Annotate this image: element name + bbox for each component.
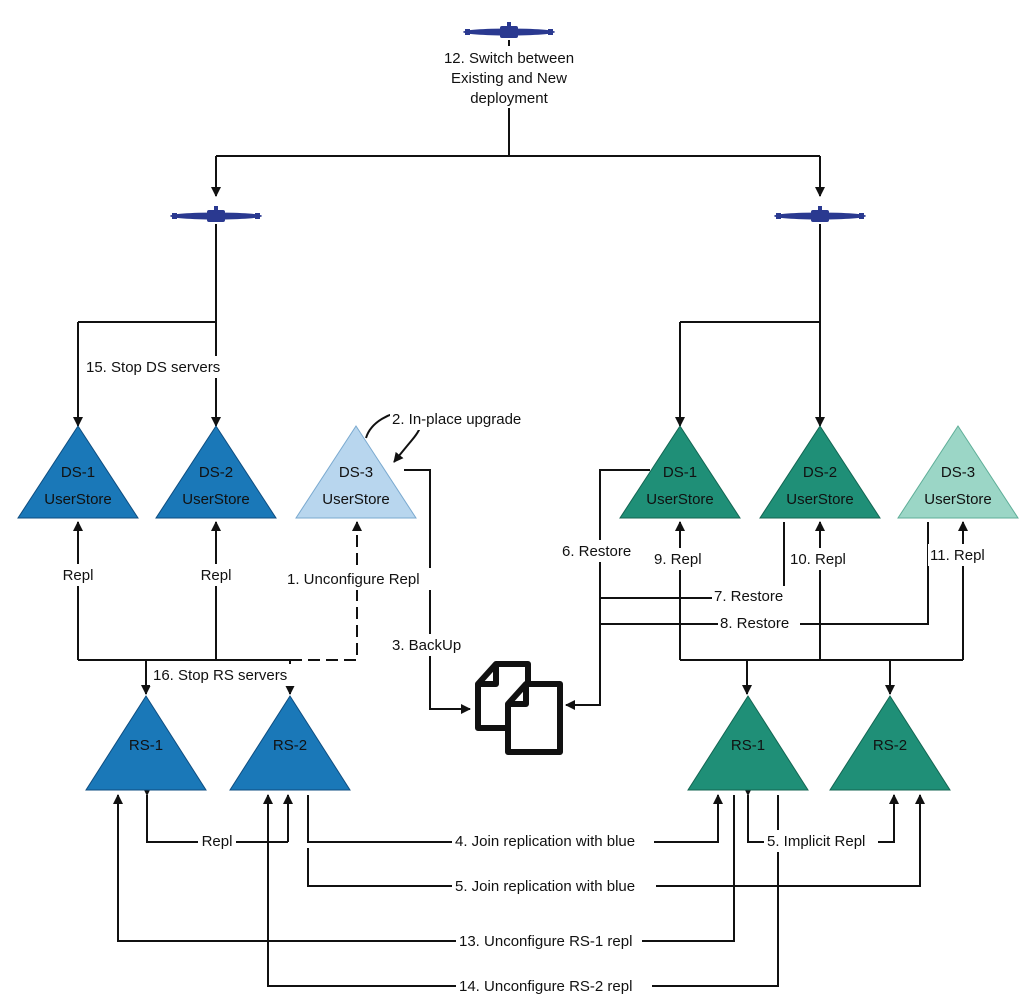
edge-label: 4. Join replication with blue: [455, 833, 635, 850]
node-name: DS-1: [663, 464, 697, 481]
node-sub: UserStore: [44, 491, 112, 508]
ds-node: DS-3 UserStore: [897, 425, 1019, 519]
ds-node: DS-2 UserStore: [759, 425, 881, 519]
edge-label: 14. Unconfigure RS-2 repl: [459, 978, 632, 995]
node-sub: UserStore: [322, 491, 390, 508]
edge-label: Repl: [201, 567, 232, 584]
rs-node: RS-1: [687, 695, 809, 791]
node-name: RS-1: [731, 737, 765, 754]
node-name: DS-3: [339, 464, 373, 481]
top-router-label-line2: Existing and New: [451, 70, 567, 87]
top-router-label-line1: 12. Switch between: [444, 50, 574, 67]
node-sub: UserStore: [182, 491, 250, 508]
rs-node: RS-1: [85, 695, 207, 791]
router-icon: [170, 206, 262, 222]
edge-label: 8. Restore: [720, 615, 789, 632]
edge-label: 6. Restore: [562, 543, 631, 560]
edge-label: 1. Unconfigure Repl: [287, 571, 420, 588]
edge-restore-6: [565, 469, 650, 710]
node-name: RS-1: [129, 737, 163, 754]
edge-label: 15. Stop DS servers: [86, 359, 220, 376]
edge-label: 11. Repl: [930, 547, 985, 564]
node-sub: UserStore: [786, 491, 854, 508]
edge-restore-8: [600, 522, 929, 625]
edge-label: 7. Restore: [714, 588, 783, 605]
node-sub: UserStore: [646, 491, 714, 508]
ds-node: DS-3 UserStore: [295, 425, 417, 519]
edge-right-router-trunk: [680, 224, 821, 323]
router-icon: [463, 22, 555, 38]
edge-blue-rs-repl: [142, 786, 288, 843]
node-name: DS-2: [199, 464, 233, 481]
node-name: RS-2: [873, 737, 907, 754]
router-icon: [774, 206, 866, 222]
node-name: RS-2: [273, 737, 307, 754]
documents-icon: [475, 661, 563, 755]
edge-label: Repl: [63, 567, 94, 584]
edge-label: 5. Implicit Repl: [767, 833, 865, 850]
edge-label: 2. In-place upgrade: [392, 411, 521, 428]
edge-label: 9. Repl: [654, 551, 702, 568]
edge-label: 10. Repl: [790, 551, 846, 568]
node-name: DS-2: [803, 464, 837, 481]
top-router-label-line3: deployment: [470, 90, 548, 107]
edge-label: 5. Join replication with blue: [455, 878, 635, 895]
edge-label: 3. BackUp: [392, 637, 461, 654]
edge-label: 13. Unconfigure RS-1 repl: [459, 933, 632, 950]
node-name: DS-1: [61, 464, 95, 481]
node-name: DS-3: [941, 464, 975, 481]
node-sub: UserStore: [924, 491, 992, 508]
rs-node: RS-2: [829, 695, 951, 791]
ds-node: DS-2 UserStore: [155, 425, 277, 519]
edge-label: Repl: [202, 833, 233, 850]
ds-node: DS-1 UserStore: [619, 425, 741, 519]
rs-node: RS-2: [229, 695, 351, 791]
edge-unconfigure-repl: [290, 521, 362, 661]
ds-node: DS-1 UserStore: [17, 425, 139, 519]
edge-unconf-13: [113, 794, 735, 942]
edge-label: 16. Stop RS servers: [153, 667, 287, 684]
edge-left-router-trunk: [78, 224, 217, 323]
